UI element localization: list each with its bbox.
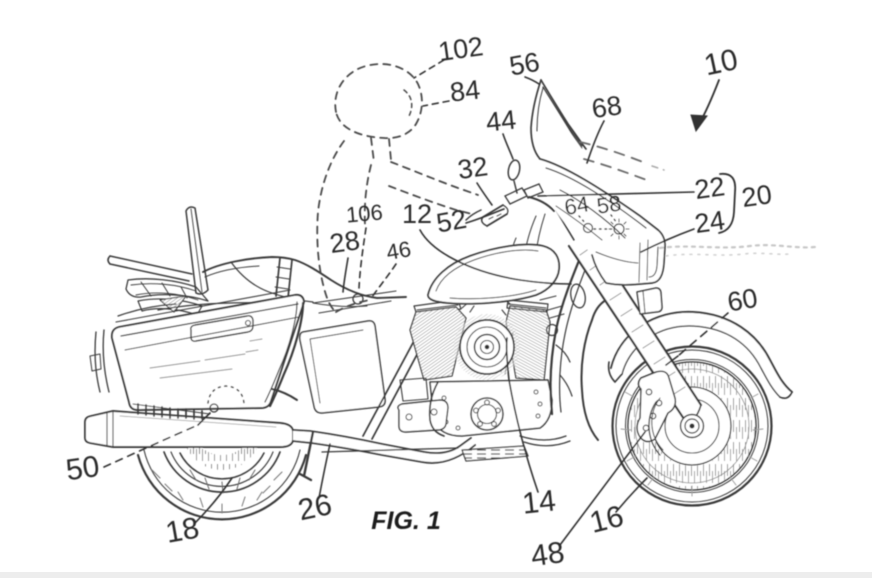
svg-text:106: 106 xyxy=(345,199,384,227)
svg-text:28: 28 xyxy=(328,225,362,259)
svg-text:FIG. 1: FIG. 1 xyxy=(371,507,440,535)
svg-text:58: 58 xyxy=(595,190,623,218)
svg-text:32: 32 xyxy=(456,151,490,185)
svg-text:60: 60 xyxy=(725,283,760,318)
svg-text:22: 22 xyxy=(693,171,727,205)
svg-text:84: 84 xyxy=(449,75,482,108)
svg-text:10: 10 xyxy=(701,43,741,82)
svg-text:44: 44 xyxy=(485,105,518,138)
svg-text:16: 16 xyxy=(587,500,627,540)
svg-text:20: 20 xyxy=(740,179,774,213)
svg-text:24: 24 xyxy=(693,205,727,239)
svg-text:18: 18 xyxy=(163,511,202,549)
svg-text:64: 64 xyxy=(562,191,590,220)
svg-text:14: 14 xyxy=(521,484,558,520)
svg-text:50: 50 xyxy=(64,450,102,487)
svg-text:68: 68 xyxy=(590,90,624,124)
svg-text:56: 56 xyxy=(507,47,542,82)
svg-text:48: 48 xyxy=(529,536,567,573)
svg-text:26: 26 xyxy=(295,488,335,527)
svg-text:52: 52 xyxy=(434,204,469,239)
svg-text:46: 46 xyxy=(384,236,412,265)
svg-text:12: 12 xyxy=(402,199,432,229)
svg-text:102: 102 xyxy=(436,31,485,67)
